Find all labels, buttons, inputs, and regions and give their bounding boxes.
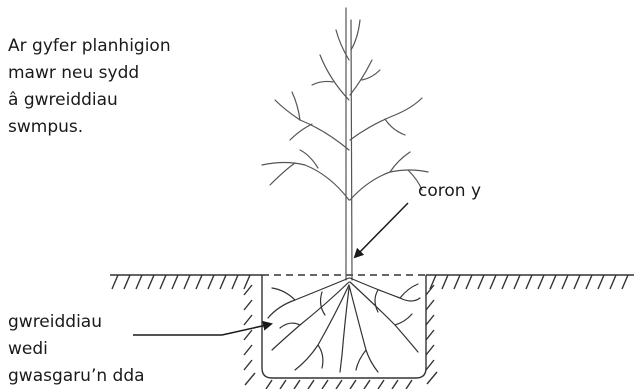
roots-label-line-1: gwreiddiau bbox=[8, 312, 102, 332]
root-system bbox=[268, 278, 420, 372]
tree-branches bbox=[262, 8, 428, 280]
intro-text: Ar gyfer planhigion mawr neu sydd â gwre… bbox=[8, 36, 171, 137]
crown-label: coron y bbox=[418, 181, 481, 201]
intro-line-1: Ar gyfer planhigion bbox=[8, 36, 171, 56]
roots-arrow bbox=[222, 324, 271, 335]
crown-callout: coron y bbox=[355, 181, 481, 257]
intro-line-4: swmpus. bbox=[8, 117, 83, 137]
roots-label-line-3: gwasgaru’n dda bbox=[8, 366, 145, 386]
intro-line-3: â gwreiddiau bbox=[8, 90, 118, 110]
crown-arrow bbox=[355, 203, 408, 257]
intro-line-2: mawr neu sydd bbox=[8, 63, 139, 83]
roots-label-line-2: wedi bbox=[8, 339, 48, 359]
roots-callout: gwreiddiau wedi gwasgaru’n dda bbox=[8, 312, 271, 386]
